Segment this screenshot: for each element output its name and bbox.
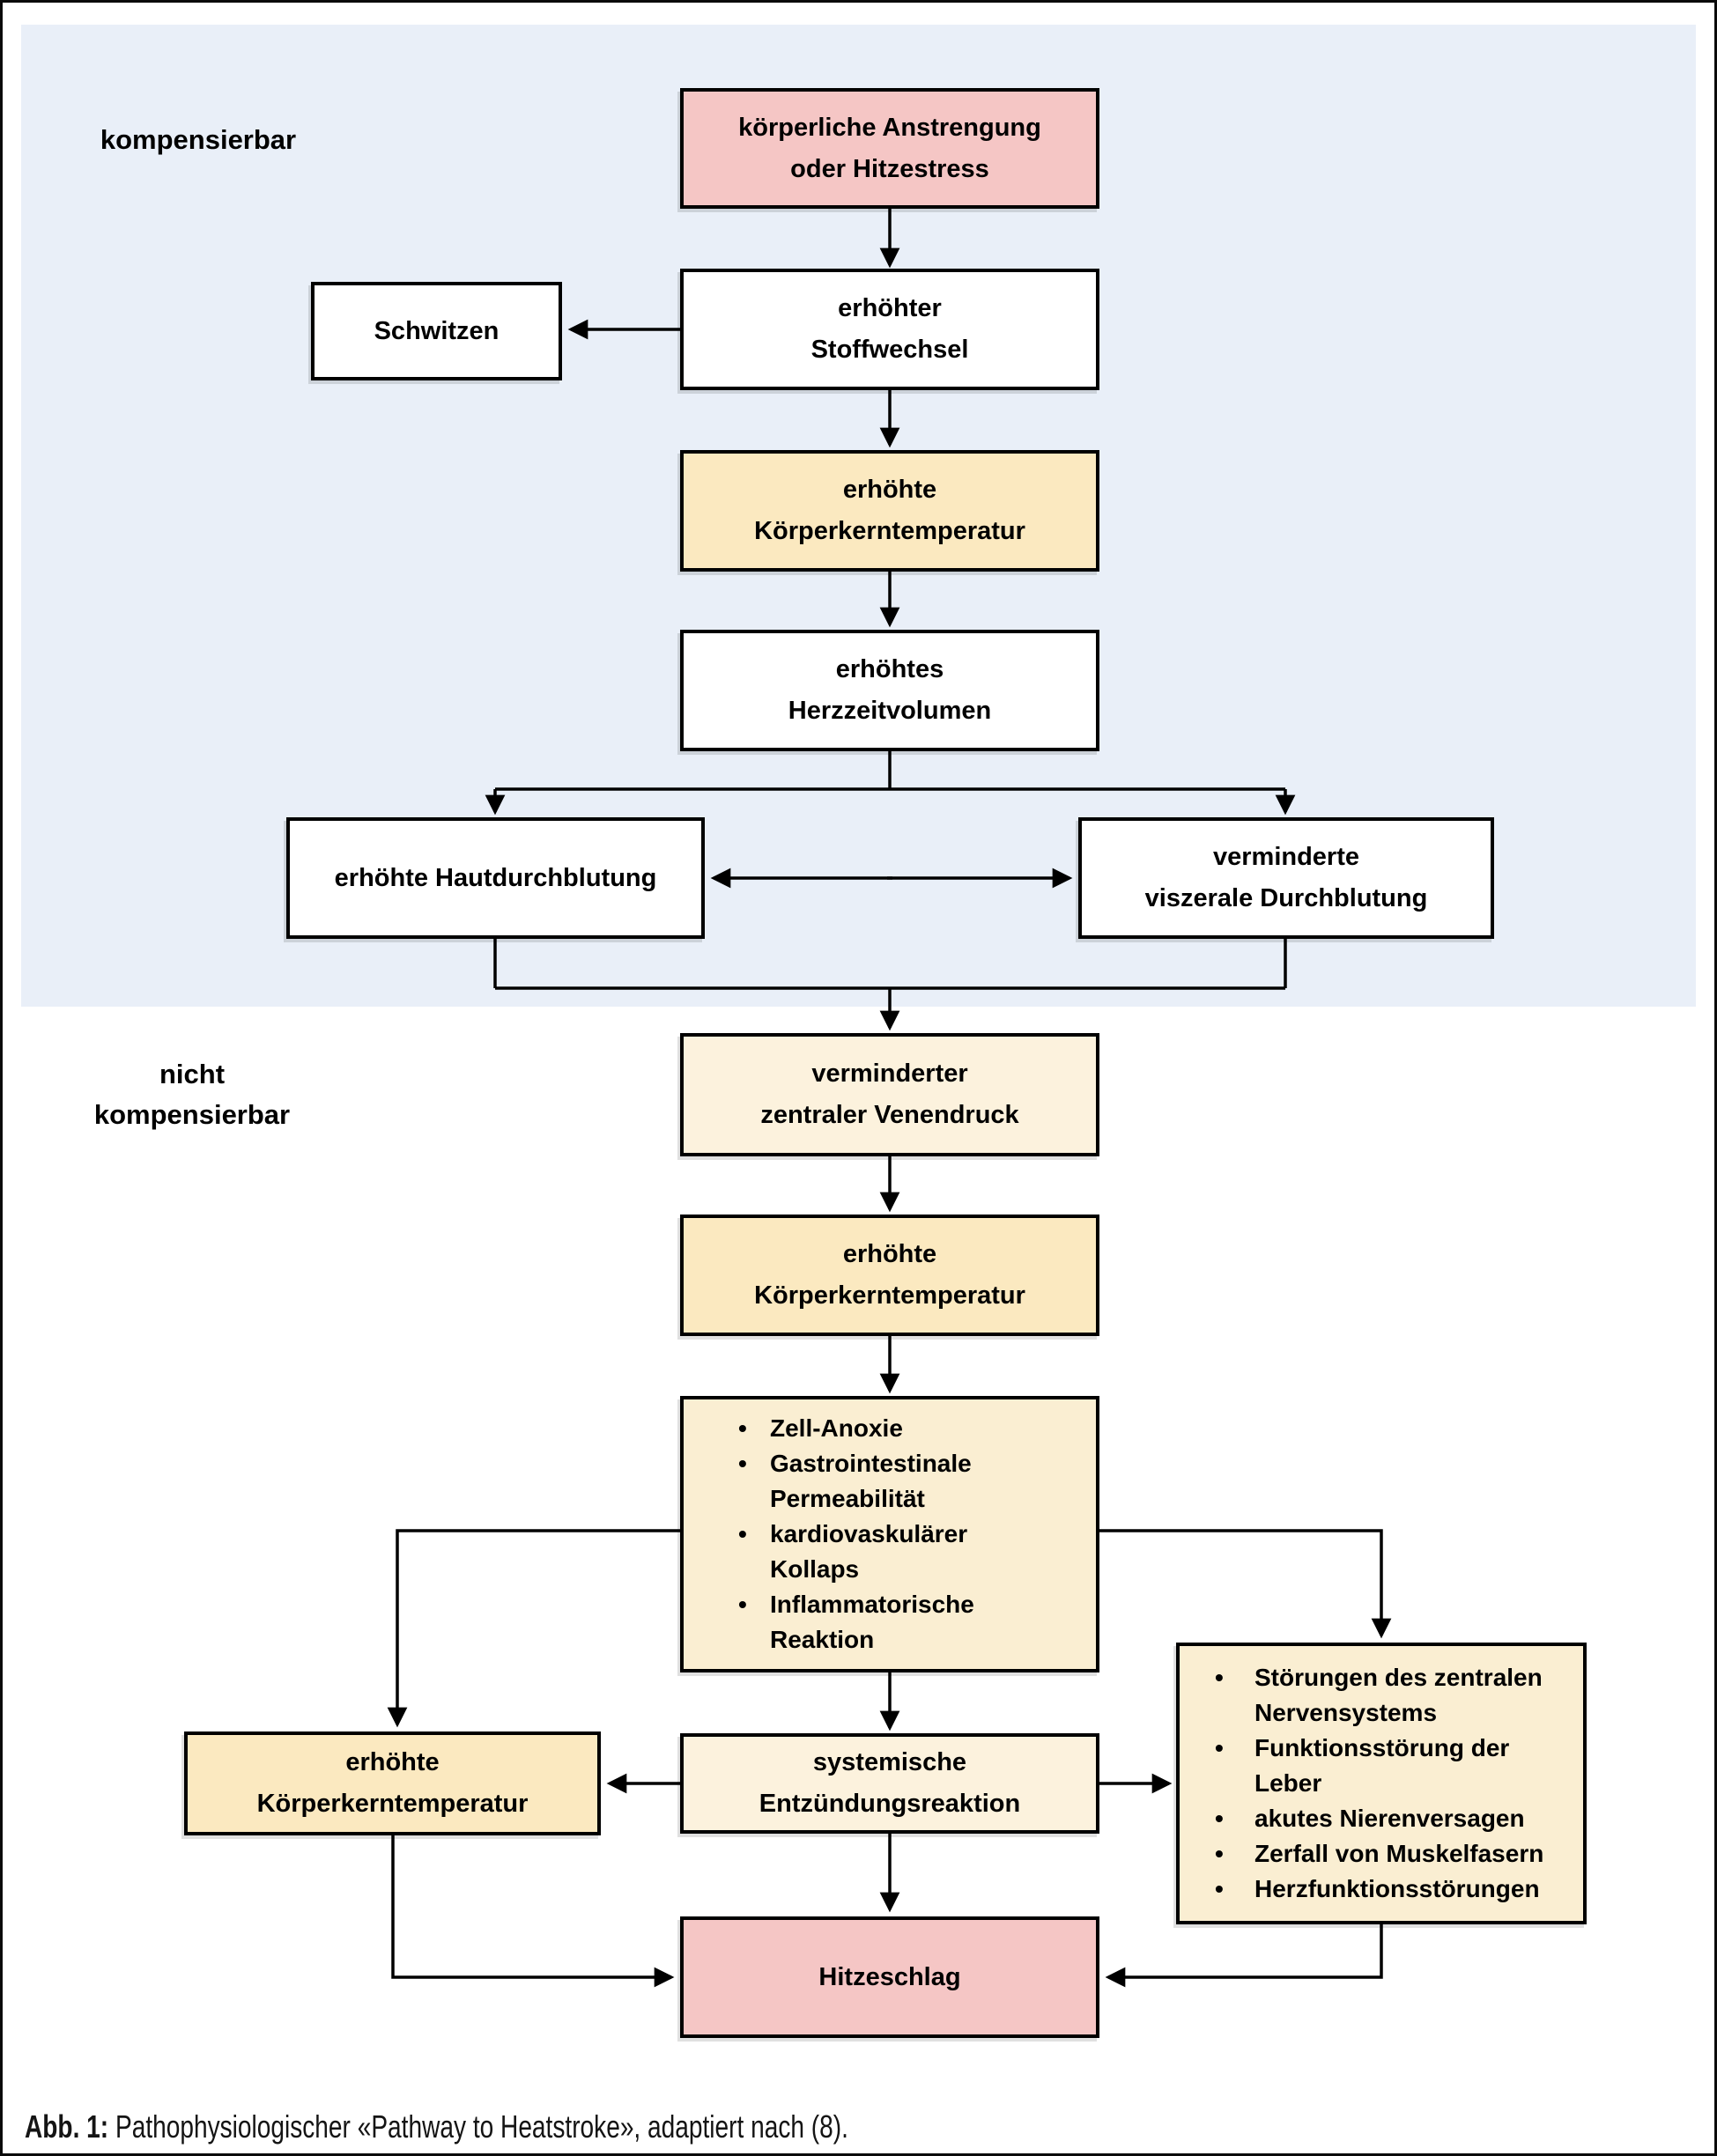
bullet-item: akutes Nierenversagen (1180, 1801, 1583, 1836)
arrow-organ-damage-to-heatstroke (1105, 1924, 1383, 1988)
cell-consequences-list: Zell-AnoxieGastrointestinale Permeabilit… (684, 1399, 1096, 1669)
figure-caption-text: Pathophysiologischer «Pathway to Heatstr… (115, 2108, 848, 2145)
arrow-consequences-to-core3 (387, 1529, 680, 1728)
organ-damage-list: Störungen des zentralen NervensystemsFun… (1180, 1646, 1583, 1921)
node-core-temperature-2: erhöhte Körperkerntemperatur (680, 1215, 1099, 1336)
node-cardiac-output: erhöhtes Herzzeitvolumen (680, 630, 1099, 751)
label-nicht-kompensierbar: nicht kompensierbar (93, 1059, 291, 1130)
node-sweating: Schwitzen (311, 282, 562, 380)
bullet-item: Störungen des zentralen Nervensystems (1180, 1660, 1583, 1731)
label-kompensierbar: kompensierbar (100, 124, 297, 155)
node-organ-damage-list: Störungen des zentralen NervensystemsFun… (1176, 1643, 1587, 1924)
node-exertion-heatstress: körperliche Anstrengung oder Hitzestress (680, 88, 1099, 209)
bullet-item: Herzfunktionsstörungen (1180, 1872, 1583, 1907)
figure-caption: Abb. 1: Pathophysiologischer «Pathway to… (25, 2109, 848, 2145)
node-central-venous-pressure: verminderter zentraler Venendruck (680, 1033, 1099, 1156)
node-skin-perfusion: erhöhte Hautdurchblutung (286, 817, 705, 939)
arrow-core3-to-heatstroke (391, 1835, 675, 1988)
bullet-item: Inflammatorische Reaktion (684, 1587, 1096, 1658)
bullet-item: Zell-Anoxie (684, 1411, 1096, 1446)
bullet-item: kardiovaskulärer Kollaps (684, 1517, 1096, 1587)
node-cell-consequences-list: Zell-AnoxieGastrointestinale Permeabilit… (680, 1396, 1099, 1672)
node-heatstroke: Hitzeschlag (680, 1916, 1099, 2038)
node-systemic-inflammation: systemische Entzündungsreaktion (680, 1733, 1099, 1834)
figure-caption-number: Abb. 1: (25, 2108, 109, 2145)
node-increased-metabolism: erhöhter Stoffwechsel (680, 269, 1099, 390)
bullet-item: Zerfall von Muskelfasern (1180, 1836, 1583, 1872)
bullet-item: Funktionsstörung der Leber (1180, 1731, 1583, 1801)
node-core-temperature-1: erhöhte Körperkerntemperatur (680, 450, 1099, 572)
node-visceral-perfusion: verminderte viszerale Durchblutung (1078, 817, 1494, 939)
node-core-temperature-3: erhöhte Körperkerntemperatur (184, 1731, 601, 1835)
bullet-item: Gastrointestinale Permeabilität (684, 1446, 1096, 1517)
arrow-consequences-to-organ-damage (1099, 1529, 1392, 1639)
